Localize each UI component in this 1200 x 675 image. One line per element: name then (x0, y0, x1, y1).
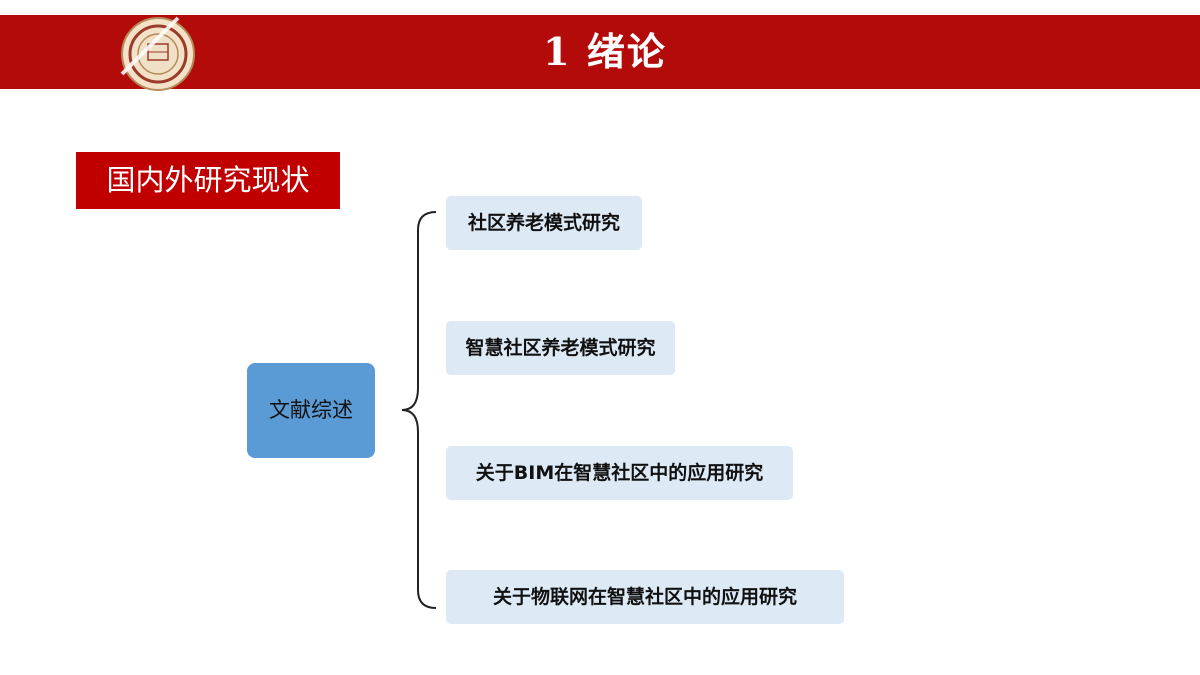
university-seal-logo-icon (120, 16, 195, 91)
page-title: 1 绪论 (543, 29, 667, 74)
section-label: 国内外研究现状 (76, 152, 340, 209)
branch-node-smart-community-elderly-care: 智慧社区养老模式研究 (446, 321, 675, 375)
branch-node-community-elderly-care: 社区养老模式研究 (446, 196, 642, 250)
header-bar (0, 15, 1200, 89)
branch-node-iot-application: 关于物联网在智慧社区中的应用研究 (446, 570, 844, 624)
curly-brace-connector (401, 211, 437, 609)
branch-node-bim-application: 关于BIM在智慧社区中的应用研究 (446, 446, 793, 500)
mindmap-root-node: 文献综述 (247, 363, 375, 458)
